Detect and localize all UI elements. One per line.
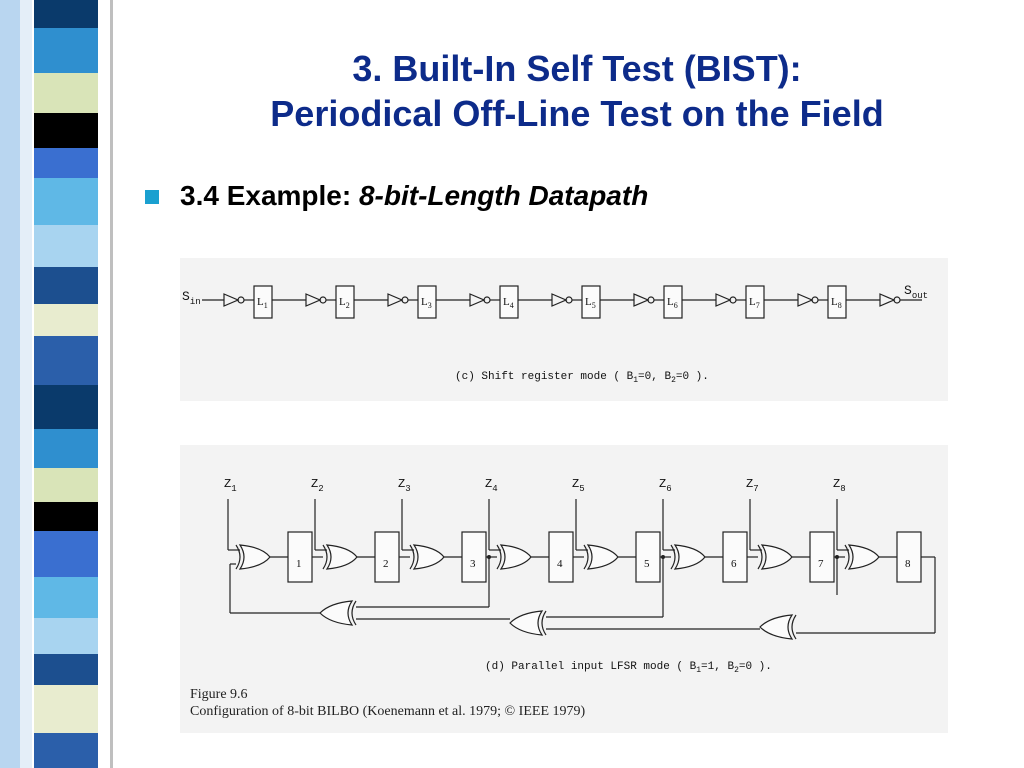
parallel-input-label: Z4 (485, 477, 498, 494)
s-out-label: Sout (904, 283, 928, 301)
slide-title-line-2: Periodical Off-Line Test on the Field (270, 93, 884, 134)
register-stage: 7 (809, 531, 835, 583)
register-stage-label: 6 (731, 558, 737, 570)
register-stage-label: 3 (470, 558, 476, 570)
register-stage: 2 (374, 531, 400, 583)
parallel-input-label: Z8 (833, 477, 846, 494)
shift-register-latch: L1 (253, 285, 273, 319)
xor-gate (235, 544, 271, 570)
bullet-prefix: 3.4 Example: (180, 180, 359, 211)
register-stage-label: 4 (557, 558, 563, 570)
decorative-stripe (0, 0, 120, 768)
feedback-xor-gate (509, 610, 547, 636)
latch-label: L3 (421, 296, 432, 310)
lfsr-schematic: Z1 1 Z2 2 Z3 3 Z4 4 Z5 5 Z6 6 Z7 7 Z8 8 (d) Parallel in… (224, 477, 936, 675)
shift-register-latch: L5 (581, 285, 601, 319)
parallel-input-label: Z6 (659, 477, 672, 494)
figure-caption: Configuration of 8-bit BILBO (Koenemann … (190, 704, 586, 719)
parallel-input-label: Z2 (311, 477, 324, 494)
xor-gate (409, 544, 445, 570)
feedback-xor-gate (759, 614, 797, 640)
shift-register-latch: L4 (499, 285, 519, 319)
buffer-gate (715, 293, 737, 307)
shift-register-diagram: Sin L1 L2 L3 L4 L5 L6 L7 L8 Sout (c) Shift regi… (180, 258, 948, 401)
shift-register-latch: L8 (827, 285, 847, 319)
xor-gate (757, 544, 793, 570)
latch-label: L2 (339, 296, 350, 310)
latch-label: L8 (831, 296, 842, 310)
parallel-input-label: Z5 (572, 477, 585, 494)
xor-gate (322, 544, 358, 570)
shift-register-latch: L2 (335, 285, 355, 319)
buffer-gate (387, 293, 409, 307)
xor-gate (670, 544, 706, 570)
latch-label: L4 (503, 296, 514, 310)
parallel-input-label: Z7 (746, 477, 759, 494)
register-stage: 5 (635, 531, 661, 583)
lfsr-diagram: Z1 1 Z2 2 Z3 3 Z4 4 Z5 5 Z6 6 Z7 7 Z8 8 (d) Parallel in… (180, 445, 948, 733)
register-stage-label: 8 (905, 558, 911, 570)
xor-gate (496, 544, 532, 570)
square-bullet-icon (145, 190, 159, 204)
shift-register-latch: L7 (745, 285, 765, 319)
slide-title-line-1: 3. Built-In Self Test (BIST): (352, 48, 802, 89)
xor-gate (583, 544, 619, 570)
latch-label: L6 (667, 296, 678, 310)
register-stage: 3 (461, 531, 487, 583)
register-stage: 8 (896, 531, 922, 583)
register-stage: 1 (287, 531, 313, 583)
register-stage-label: 1 (296, 558, 302, 570)
bullet-item: 3.4 Example: 8-bit-Length Datapath (180, 180, 648, 212)
register-stage: 4 (548, 531, 574, 583)
shift-mode-caption: (c) Shift register mode ( B1=0, B2=0 ). (455, 371, 709, 385)
register-stage-label: 5 (644, 558, 650, 570)
bullet-italic-text: 8-bit-Length Datapath (358, 180, 649, 211)
buffer-gate (469, 293, 491, 307)
parallel-input-label: Z1 (224, 477, 237, 494)
shift-register-latch: L3 (417, 285, 437, 319)
lfsr-mode-caption: (d) Parallel input LFSR mode ( B1=1, B2=… (485, 661, 772, 675)
parallel-input-label: Z3 (398, 477, 411, 494)
figure-label: Figure 9.6 (190, 687, 248, 702)
latch-label: L7 (749, 296, 760, 310)
buffer-gate (223, 293, 245, 307)
latch-label: L1 (257, 296, 268, 310)
buffer-gate (797, 293, 819, 307)
buffer-gate (633, 293, 655, 307)
register-stage-label: 7 (818, 558, 824, 570)
register-stage-label: 2 (383, 558, 389, 570)
output-buffer-gate (879, 293, 901, 307)
xor-gate (844, 544, 880, 570)
s-in-label: Sin (182, 289, 201, 307)
buffer-gate (305, 293, 327, 307)
shift-register-latch: L6 (663, 285, 683, 319)
buffer-gate (551, 293, 573, 307)
register-stage: 6 (722, 531, 748, 583)
feedback-xor-gate (319, 600, 357, 626)
shift-register-schematic: Sin L1 L2 L3 L4 L5 L6 L7 L8 Sout (c) Shift regi… (182, 283, 928, 385)
latch-label: L5 (585, 296, 596, 310)
